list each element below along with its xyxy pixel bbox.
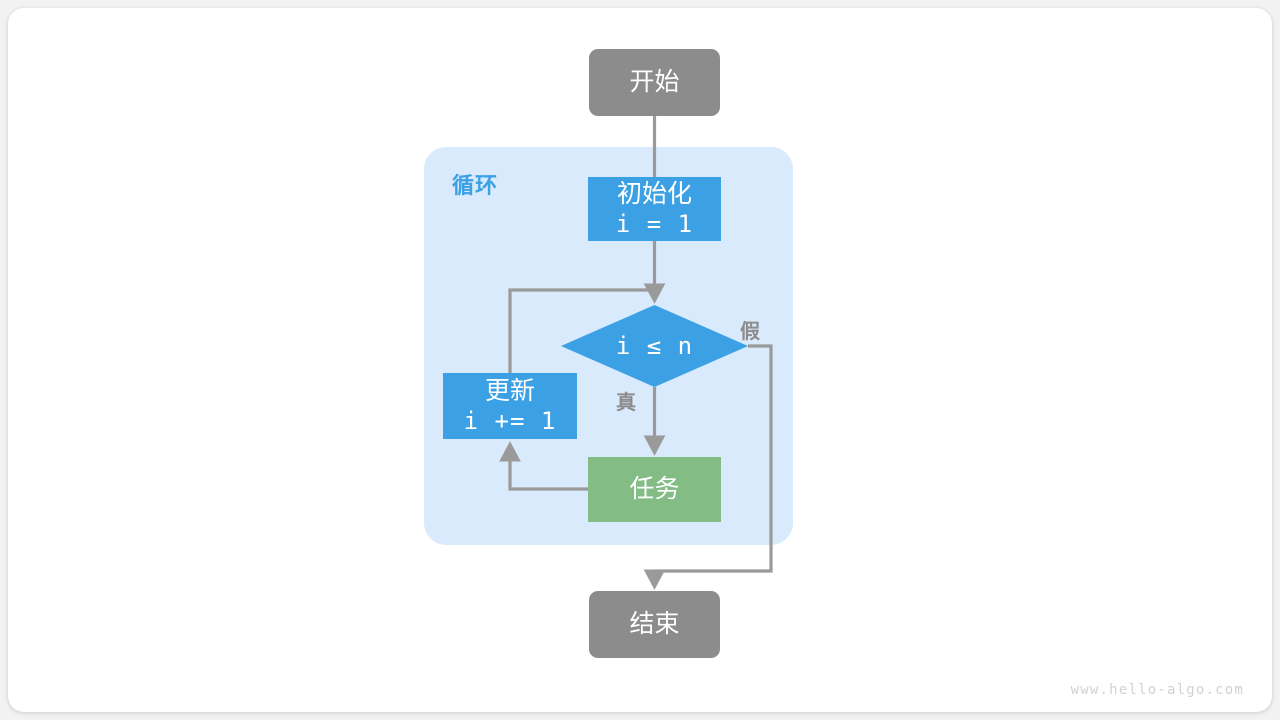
edge-label-true: 真	[616, 392, 636, 414]
edge-task-to-update	[499, 441, 588, 491]
edge-label-false: 假	[740, 321, 760, 343]
watermark: www.hello-algo.com	[1070, 682, 1244, 698]
loop-container-caption: 循环	[452, 173, 499, 198]
condition-diamond	[561, 305, 748, 387]
edge-update-to-condition	[508, 288, 655, 373]
edge-condition-false-to-end	[643, 344, 773, 590]
